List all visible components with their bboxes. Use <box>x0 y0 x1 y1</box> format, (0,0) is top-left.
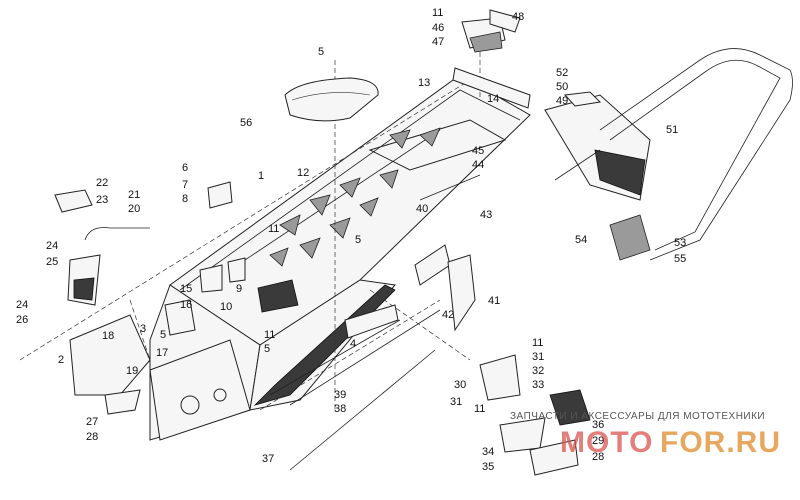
callout-21: 21 <box>128 189 140 201</box>
callout-47: 47 <box>432 36 444 48</box>
callout-11: 11 <box>532 337 543 349</box>
lower-rear-components <box>479 354 591 476</box>
callout-31: 31 <box>450 396 462 408</box>
rods <box>269 309 441 471</box>
callout-14: 14 <box>487 93 499 105</box>
callout-5: 5 <box>160 329 166 341</box>
callout-12: 12 <box>297 167 309 179</box>
callout-5: 5 <box>355 234 361 246</box>
callout-16: 16 <box>180 299 192 311</box>
callout-37: 37 <box>262 453 274 465</box>
callout-49: 49 <box>556 95 568 107</box>
callout-28: 28 <box>592 451 604 463</box>
callout-3: 3 <box>140 323 146 335</box>
left-side-components <box>54 189 151 415</box>
callout-11: 11 <box>264 329 275 341</box>
callout-5: 5 <box>264 343 270 355</box>
callout-48: 48 <box>512 11 524 23</box>
callout-50: 50 <box>556 81 568 93</box>
callout-39: 39 <box>334 389 346 401</box>
callout-33: 33 <box>532 379 544 391</box>
callout-52: 52 <box>556 67 568 79</box>
rear-bracket-assembly <box>461 9 521 53</box>
callout-9: 9 <box>236 283 242 295</box>
callout-18: 18 <box>102 330 114 342</box>
callout-46: 46 <box>432 22 444 34</box>
callout-55: 55 <box>674 253 686 265</box>
callout-15: 15 <box>180 283 192 295</box>
callout-8: 8 <box>182 193 188 205</box>
callout-29: 29 <box>592 435 604 447</box>
callout-56: 56 <box>240 117 252 129</box>
seat-pad <box>284 77 379 122</box>
snow-flap <box>544 91 651 201</box>
callout-41: 41 <box>488 295 500 307</box>
rear-bumper <box>599 48 793 261</box>
callout-54: 54 <box>575 234 587 246</box>
callout-19: 19 <box>126 365 138 377</box>
callout-13: 13 <box>418 77 430 89</box>
callout-32: 32 <box>532 365 544 377</box>
callout-5: 5 <box>318 46 324 58</box>
callout-28: 28 <box>86 431 98 443</box>
right-side-components <box>344 174 481 339</box>
callout-24: 24 <box>16 299 28 311</box>
callout-53: 53 <box>674 237 686 249</box>
callout-11: 11 <box>432 7 443 19</box>
callout-38: 38 <box>334 403 346 415</box>
callout-24: 24 <box>46 240 58 252</box>
callout-4: 4 <box>350 338 356 350</box>
watermark-logo-left: MOTO <box>560 426 653 459</box>
callout-27: 27 <box>86 416 98 428</box>
rear-rail <box>452 67 531 109</box>
callout-45: 45 <box>472 145 484 157</box>
callout-2: 2 <box>58 354 64 366</box>
callout-22: 22 <box>96 177 108 189</box>
callout-17: 17 <box>156 347 168 359</box>
watermark-logo-right: FOR.RU <box>660 426 781 459</box>
callout-36: 36 <box>592 419 604 431</box>
center-components <box>164 181 299 336</box>
callout-26: 26 <box>16 314 28 326</box>
callout-7: 7 <box>182 179 188 191</box>
callout-20: 20 <box>128 203 140 215</box>
callout-11: 11 <box>268 223 279 235</box>
tunnel-assembly <box>149 74 531 441</box>
callout-1: 1 <box>258 170 264 182</box>
callout-34: 34 <box>482 446 494 458</box>
callout-25: 25 <box>46 256 58 268</box>
watermark: ЗАПЧАСТИ И АКСЕССУАРЫ ДЛЯ МОТОТЕХНИКИ MO… <box>510 411 781 459</box>
callout-42: 42 <box>442 309 454 321</box>
callout-43: 43 <box>480 209 492 221</box>
callout-51: 51 <box>666 124 678 136</box>
callout-44: 44 <box>472 159 484 171</box>
callout-30: 30 <box>454 379 466 391</box>
watermark-caption: ЗАПЧАСТИ И АКСЕССУАРЫ ДЛЯ МОТОТЕХНИКИ <box>510 411 765 422</box>
callout-11: 11 <box>474 403 485 415</box>
callout-31: 31 <box>532 351 544 363</box>
callout-35: 35 <box>482 461 494 473</box>
callout-10: 10 <box>220 301 232 313</box>
callout-23: 23 <box>96 194 108 206</box>
callout-40: 40 <box>416 203 428 215</box>
callout-6: 6 <box>182 162 188 174</box>
